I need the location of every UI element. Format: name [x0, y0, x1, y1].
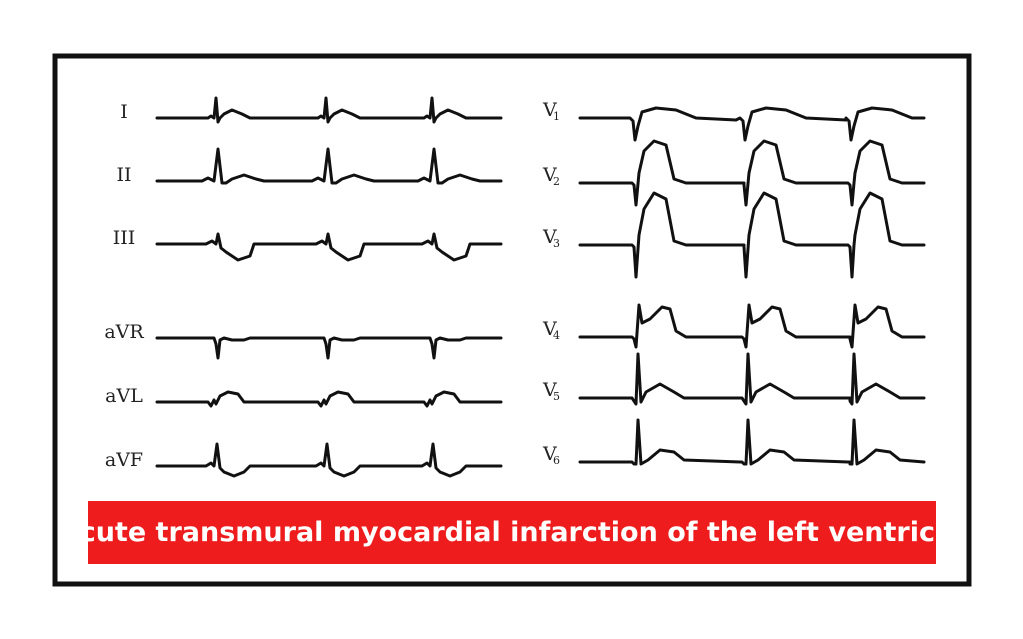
lead-label-avf: aVF [105, 449, 143, 471]
ecg-trace-v2 [578, 139, 926, 207]
lead-label-subscript: 1 [553, 110, 560, 123]
lead-label-avl: aVL [105, 385, 143, 407]
outer-frame [52, 53, 972, 587]
lead-label-avr: aVR [104, 321, 144, 343]
ecg-trace-avr [155, 336, 503, 360]
lead-label-subscript: 5 [553, 390, 560, 403]
lead-label-v3: V [542, 226, 557, 248]
ecg-trace-ii [155, 147, 503, 185]
lead-label-v1: V [542, 99, 557, 121]
ecg-trace-v5 [578, 352, 926, 406]
lead-label-subscript: 6 [553, 454, 560, 467]
lead-label-subscript: 2 [553, 175, 560, 188]
caption-banner [88, 501, 936, 564]
ecg-trace-v6 [578, 418, 926, 466]
ecg-trace-avf [155, 442, 503, 478]
lead-label-iii: III [113, 227, 136, 249]
lead-label-v2: V [542, 164, 557, 186]
ecg-trace-avl [155, 390, 503, 408]
ecg-trace-v3 [578, 191, 926, 279]
lead-label-ii: II [116, 164, 131, 186]
lead-label-v5: V [542, 379, 557, 401]
ecg-trace-iii [155, 232, 503, 262]
lead-label-v4: V [542, 318, 557, 340]
ecg-trace-v4 [578, 303, 926, 349]
lead-label-v6: V [542, 443, 557, 465]
lead-label-subscript: 4 [553, 329, 560, 342]
lead-label-i: I [120, 101, 128, 123]
lead-label-subscript: 3 [553, 237, 560, 250]
ecg-trace-i [155, 96, 503, 124]
ecg-trace-v1 [578, 106, 926, 142]
caption-text: acute transmural myocardial infarction o… [61, 517, 962, 548]
